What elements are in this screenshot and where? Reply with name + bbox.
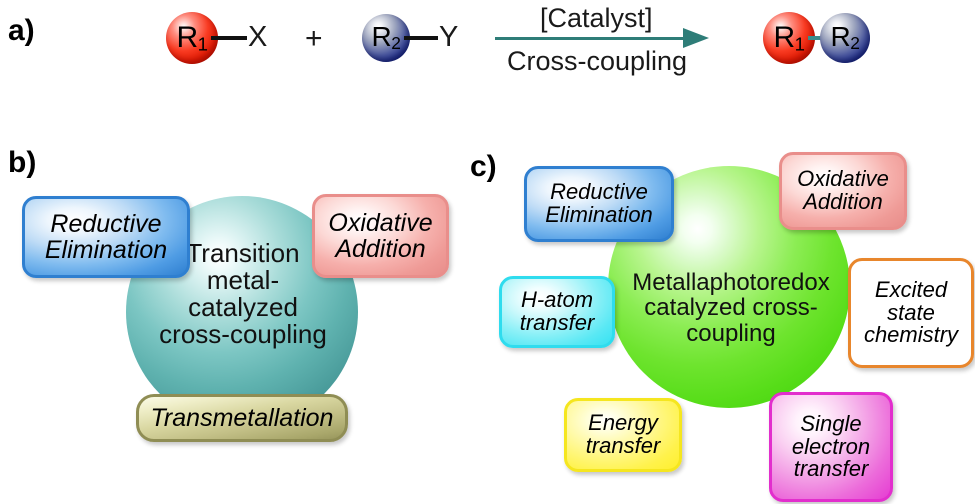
panel-b-box-transmetallation[interactable]: Transmetallation <box>136 394 348 442</box>
panel-c-box-excited-state-chemistry[interactable]: Excited state chemistry <box>848 258 974 368</box>
reactant-2-sphere: R2 <box>362 14 410 62</box>
catalyst-condition-label: [Catalyst] <box>540 3 653 33</box>
panel-c-box-reductive-elimination[interactable]: Reductive Elimination <box>524 166 674 242</box>
leaving-group-y: Y <box>439 21 459 53</box>
panel-label-a: a) <box>8 14 35 47</box>
metallaphotoredox-sphere-caption: Metallaphotoredox catalyzed cross- coupl… <box>632 269 830 347</box>
panel-c-box-energy-transfer[interactable]: Energy transfer <box>564 398 682 472</box>
panel-label-b: b) <box>8 146 37 179</box>
panel-b-box-oxidative-addition[interactable]: Oxidative Addition <box>312 194 449 278</box>
product-sphere-r2: R2 <box>820 13 870 63</box>
panel-c-box-oxidative-addition[interactable]: Oxidative Addition <box>779 152 907 230</box>
reaction-arrow-head-icon <box>683 28 709 48</box>
leaving-group-x: X <box>248 21 268 53</box>
product-sphere-r1-label: R1 <box>773 20 805 54</box>
reactant-2-bond <box>404 36 438 40</box>
reactant-1-sphere: R1 <box>166 12 218 64</box>
reactant-2-sphere-label: R2 <box>371 21 401 54</box>
plus-sign: + <box>305 22 323 55</box>
reactant-1-sphere-label: R1 <box>176 20 208 54</box>
panel-label-c: c) <box>470 150 497 183</box>
reaction-arrow-shaft <box>495 37 690 40</box>
panel-b-box-reductive-elimination[interactable]: Reductive Elimination <box>22 196 190 278</box>
transition-metal-sphere-caption: Transition metal- catalyzed cross-coupli… <box>159 238 327 350</box>
panel-c-box-h-atom-transfer[interactable]: H-atom transfer <box>499 276 615 348</box>
product-sphere-r1: R1 <box>763 12 815 64</box>
reactant-1-bond <box>211 36 247 40</box>
panel-c-box-single-electron-transfer[interactable]: Single electron transfer <box>769 392 893 502</box>
cross-coupling-condition-label: Cross-coupling <box>507 46 688 76</box>
product-sphere-r2-label: R2 <box>830 21 860 54</box>
